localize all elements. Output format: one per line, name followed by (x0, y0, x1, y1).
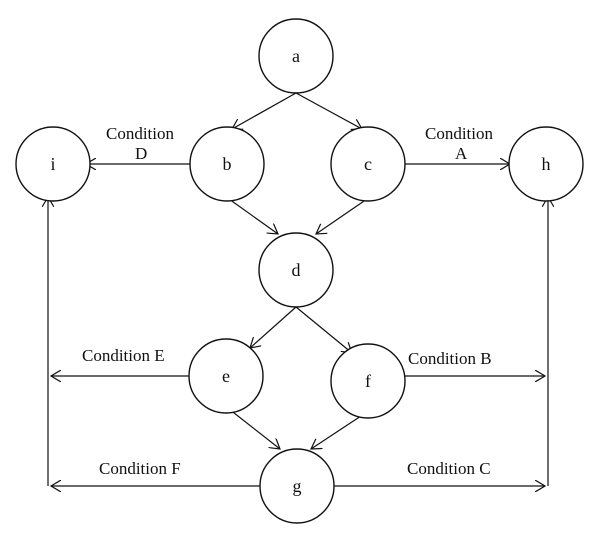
condition-f-label: Condition F (99, 459, 181, 478)
node-g-label: g (293, 476, 302, 496)
condition-a-label-line1: Condition (425, 124, 494, 143)
condition-a-label-line2: A (455, 144, 468, 163)
edge-d-f (295, 306, 352, 353)
edge-g-right-loop (334, 197, 548, 486)
edge-g-left-loop (48, 197, 260, 486)
edge-d-e (250, 306, 297, 348)
node-d-label: d (292, 260, 301, 280)
node-i: i (15, 126, 91, 202)
edge-f-g (311, 413, 365, 449)
condition-e-label: Condition E (82, 346, 165, 365)
node-b: b (189, 126, 265, 202)
node-e-label: e (222, 366, 230, 386)
node-g: g (259, 448, 335, 524)
node-c-label: c (364, 154, 372, 174)
edge-c-d (316, 198, 368, 234)
node-e: e (188, 338, 264, 414)
edge-a-b (232, 92, 297, 129)
node-h: h (508, 126, 584, 202)
condition-d-label-line2: D (135, 144, 147, 163)
edge-b-d (228, 198, 278, 234)
node-c: c (330, 126, 406, 202)
condition-c-label: Condition C (407, 459, 491, 478)
node-d: d (258, 232, 334, 308)
edge-a-c (295, 92, 362, 129)
node-b-label: b (223, 154, 232, 174)
node-a: a (258, 18, 334, 94)
node-f-label: f (365, 371, 371, 391)
node-a-label: a (292, 46, 300, 66)
edge-e-g (228, 408, 280, 449)
node-f: f (330, 343, 406, 419)
node-h-label: h (542, 154, 551, 174)
condition-b-label: Condition B (408, 349, 492, 368)
node-i-label: i (50, 154, 55, 174)
condition-d-label-line1: Condition (106, 124, 175, 143)
